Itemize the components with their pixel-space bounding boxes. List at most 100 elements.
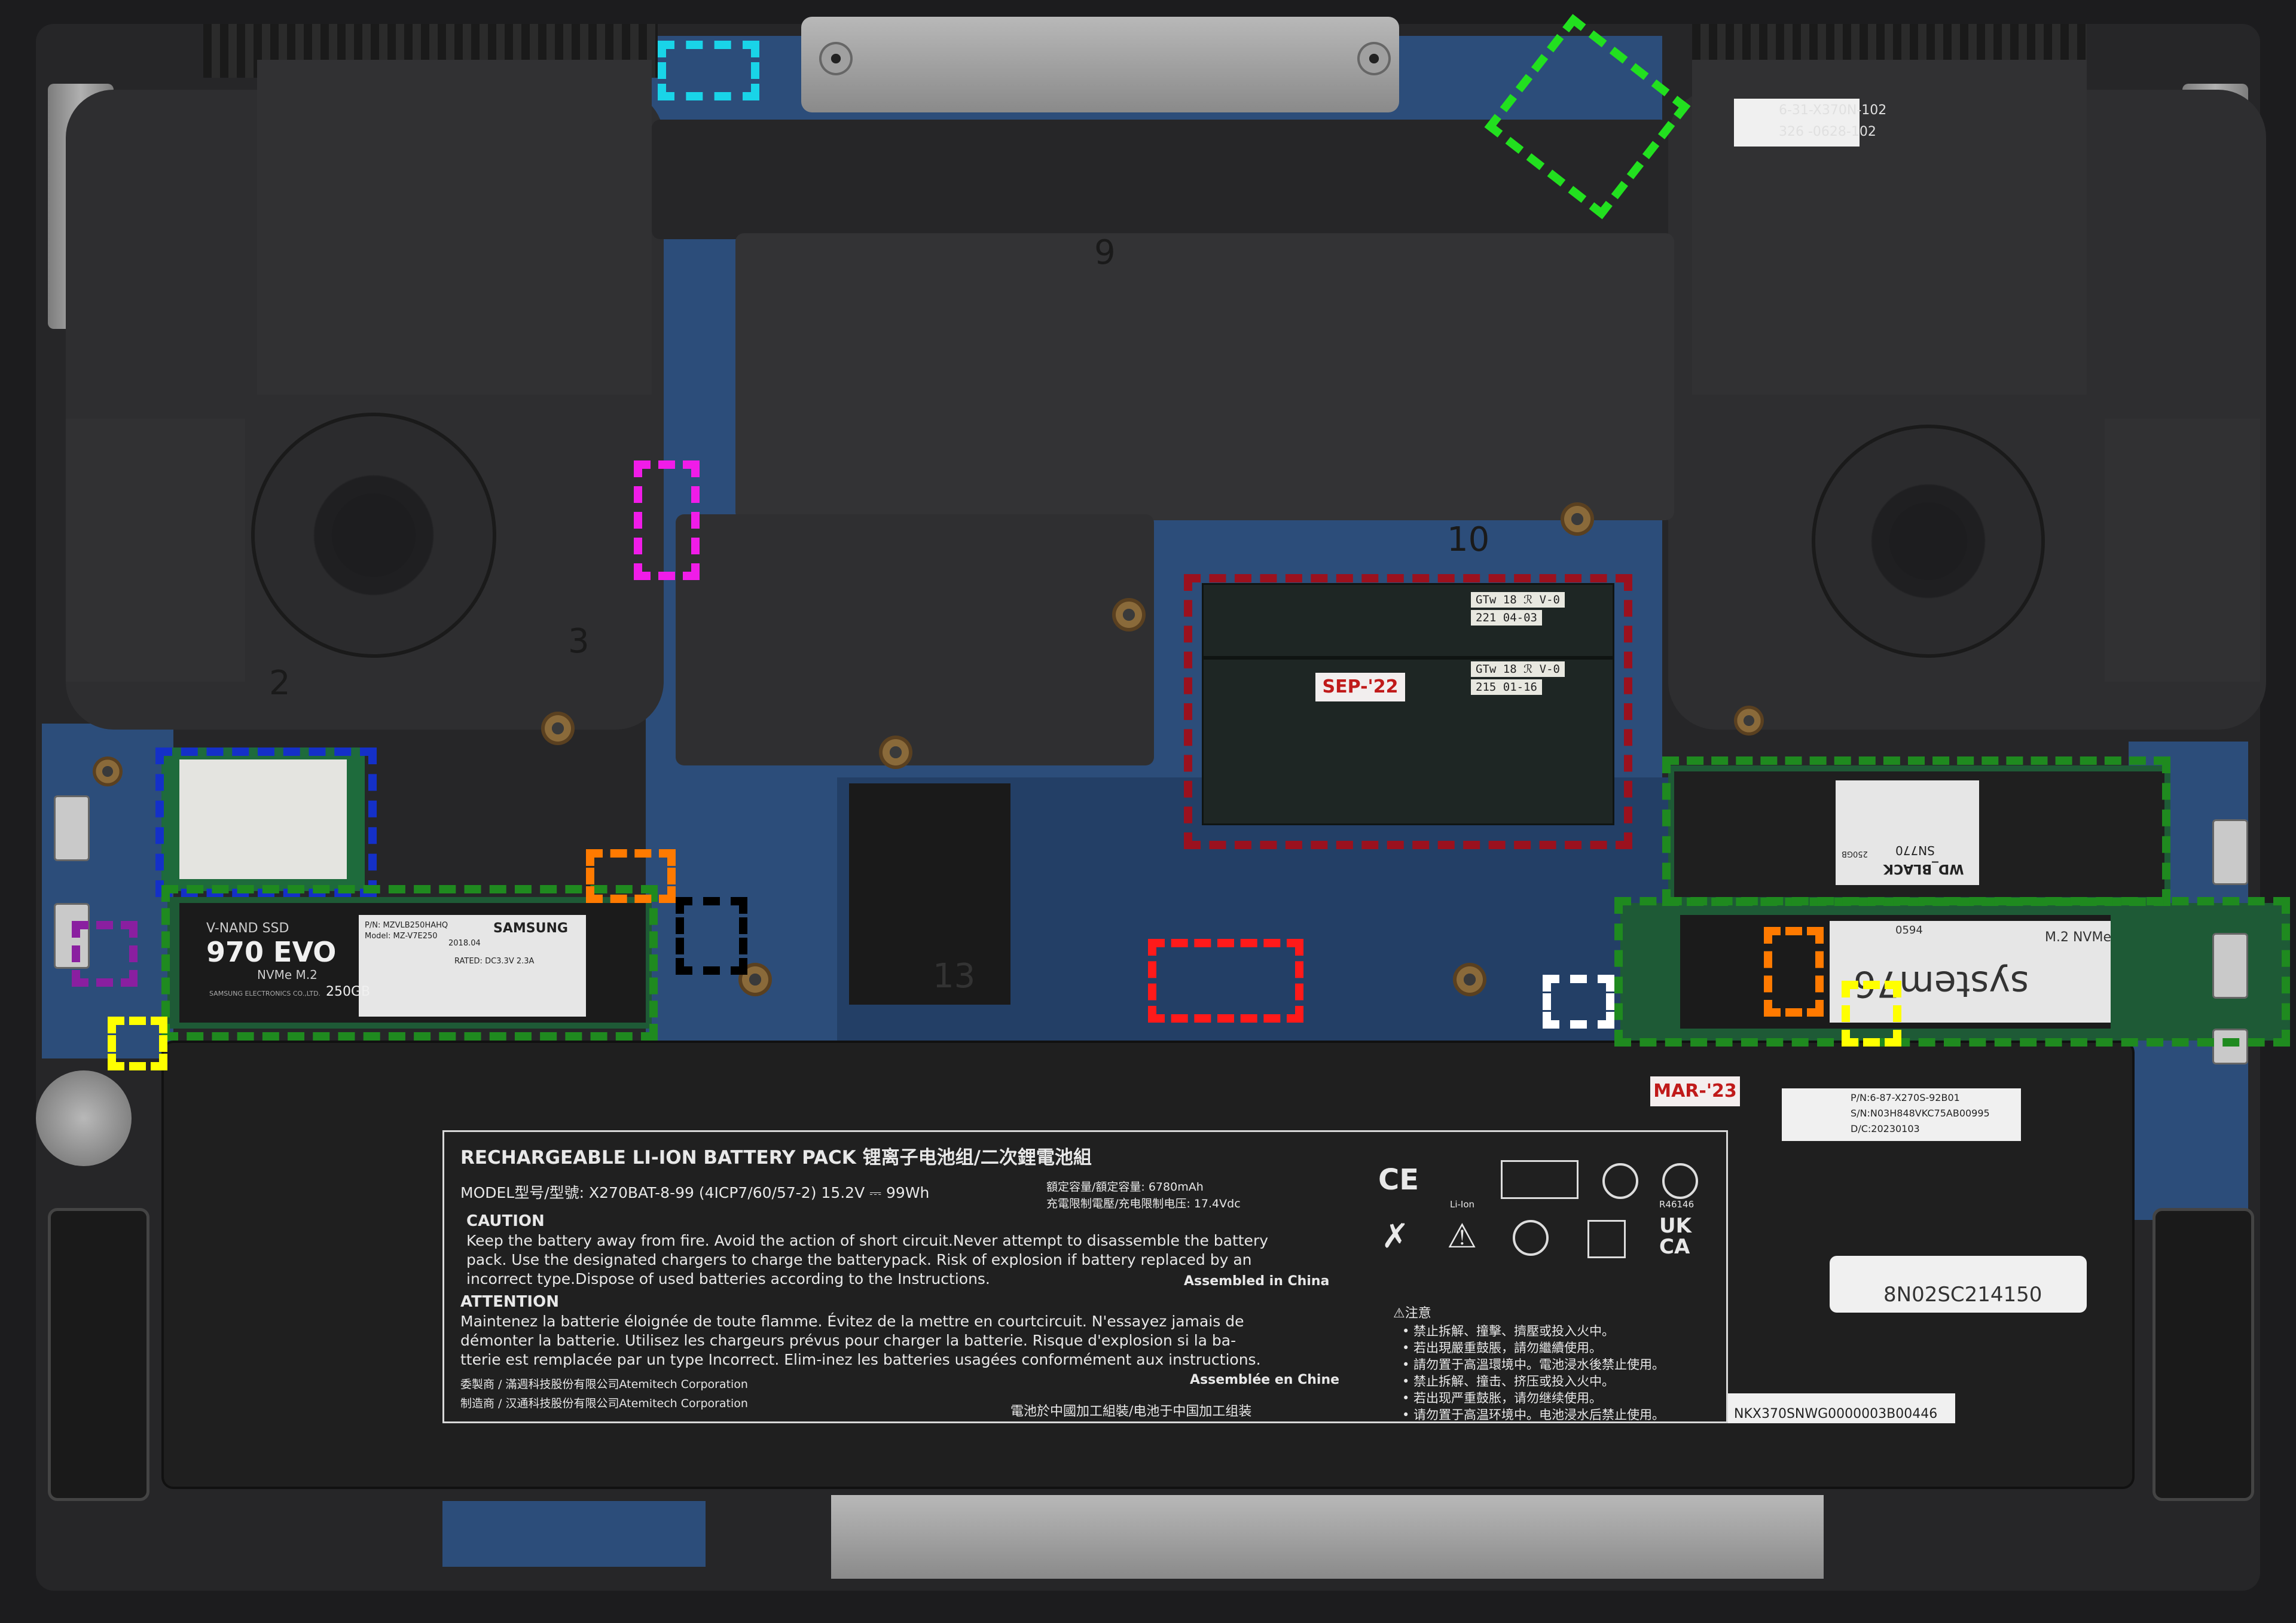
battery-attention-text-2: démonter la batterie. Utilisez les charg… — [460, 1332, 1236, 1349]
battery-assembled-fr: Assemblée en Chine — [1190, 1372, 1340, 1387]
chassis-number-9: 9 — [1094, 233, 1116, 272]
ram-date-tag: SEP-'22 — [1315, 673, 1405, 701]
bottom-daughterboard — [442, 1501, 706, 1567]
display-cable-bracket — [801, 17, 1399, 112]
battery-label — [442, 1130, 1728, 1423]
battery-date-tag: MAR-'23 — [1650, 1076, 1740, 1106]
battery-warning-5: • 若出现严重鼓胀，请勿继续使用。 — [1402, 1391, 1602, 1405]
samsung-manufacturer: SAMSUNG ELECTRONICS CO.,LTD. — [209, 990, 321, 997]
qr-sticker-line1: 6-31-X370N-102 — [1779, 103, 1887, 118]
screw — [1357, 42, 1391, 75]
ukca-icon-bottom: CA — [1659, 1235, 1690, 1259]
battery-capacity-line: 額定容量/額定容量: 6780mAh — [1046, 1180, 1204, 1194]
screw — [1453, 963, 1486, 996]
left-fan-hub — [332, 493, 416, 577]
battery-attention-heading: ATTENTION — [460, 1293, 559, 1311]
battery-warning-6: • 请勿置于高温环境中。电池浸水后禁止使用。 — [1402, 1408, 1665, 1422]
ram-bottom-label: GTw 18 ℛ V-0 — [1471, 661, 1565, 677]
system76-serial: 0594 — [1895, 924, 1923, 936]
samsung-rated: RATED: DC3.3V 2.3A — [454, 957, 535, 966]
battery-assembled-en: Assembled in China — [1184, 1274, 1330, 1289]
ram-module-bottom — [1202, 658, 1614, 825]
highlight-box-cyan — [658, 41, 759, 100]
serial-sn: S/N:N03H848VKC75AB00995 — [1851, 1108, 1990, 1119]
wifi-card-sticker — [179, 759, 347, 879]
wd-black-sticker — [1836, 780, 1979, 885]
samsung-brand: SAMSUNG — [493, 921, 568, 936]
model-barcode-sticker — [1728, 1393, 1955, 1423]
speaker-left — [48, 1208, 149, 1501]
screw — [819, 42, 853, 75]
qr-code-icon — [1734, 99, 1860, 147]
barcode-sticker-text: 8N02SC214150 — [1883, 1283, 2042, 1307]
battery-warning-2: • 若出現嚴重鼓脹，請勿繼續使用。 — [1402, 1341, 1602, 1355]
heatpipes — [652, 120, 1668, 239]
battery-title: RECHARGEABLE LI-ION BATTERY PACK 锂离子电池组/… — [460, 1147, 1092, 1169]
speaker-right — [2152, 1208, 2254, 1501]
battery-model-line: MODEL型号/型號: X270BAT-8-99 (4ICP7/60/57-2)… — [460, 1184, 930, 1201]
screw — [1734, 706, 1764, 736]
right-fan-hub — [1889, 502, 1967, 580]
battery-caution-heading: CAUTION — [466, 1212, 545, 1230]
highlight-box-orange-left — [586, 849, 676, 903]
samsung-ssd-model: 970 EVO — [206, 936, 337, 968]
samsung-ssd-interface: NVMe M.2 — [257, 968, 317, 982]
highlight-box-red — [1148, 939, 1303, 1023]
samsung-model-line: Model: MZ-V7E250 — [365, 932, 438, 941]
ram-top-label: GTw 18 ℛ V-0 — [1471, 592, 1565, 608]
highlight-box-ssd-right-top — [1662, 756, 2170, 906]
barcode-sticker — [1830, 1256, 2087, 1313]
warning-triangle-icon: ⚠ — [1447, 1217, 1477, 1256]
gpu-cpu-heatsink-shroud — [735, 233, 1674, 520]
safety-mark-icon — [1602, 1163, 1638, 1199]
system76-slot-label: M.2 NVMe — [2045, 930, 2111, 945]
cmos-battery — [36, 1070, 132, 1166]
highlight-box-magenta — [634, 460, 700, 580]
highlight-box-ssd-right-bottom — [1614, 897, 2290, 1047]
screw — [879, 736, 912, 769]
chipset-heatsink — [849, 783, 1010, 1005]
battery-warning-4: • 禁止拆解、撞击、挤压或投入火中。 — [1402, 1374, 1615, 1389]
chassis-number-3: 3 — [568, 622, 590, 661]
serial-pn: P/N:6-87-X270S-92B01 — [1851, 1092, 1960, 1103]
bsmi-mark-icon — [1662, 1163, 1698, 1199]
ce-icon: CE — [1378, 1163, 1419, 1197]
serial-sticker — [1782, 1088, 2021, 1141]
model-barcode-text: NKX370SNWG0000003B00446 — [1734, 1407, 1938, 1421]
highlight-box-memory — [1184, 574, 1632, 849]
battery-caution-text-1: Keep the battery away from fire. Avoid t… — [466, 1232, 1269, 1249]
samsung-pn: P/N: MZVLB250HAHQ — [365, 921, 448, 930]
battery-attention-text-3: tterie est remplacée par un type Incorre… — [460, 1351, 1261, 1368]
highlight-box-yellow-right — [1842, 981, 1901, 1047]
screw — [1112, 598, 1146, 631]
battery-caution-text-2: pack. Use the designated chargers to cha… — [466, 1251, 1252, 1268]
highlight-box-purple — [72, 921, 138, 987]
screw — [1561, 502, 1594, 536]
ram-bottom-code: 215 01-16 — [1471, 679, 1542, 695]
cert-r46146: R46146 — [1659, 1199, 1694, 1210]
battery-warning-heading: ⚠注意 — [1393, 1306, 1431, 1321]
highlight-box-white — [1543, 975, 1614, 1029]
battery-origin-line: 電池於中國加工組裝/电池于中国加工组装 — [1010, 1404, 1252, 1419]
heatsink-lower-section — [676, 514, 1154, 765]
qr-sticker-line2: 326 -0628-102 — [1779, 124, 1876, 139]
ram-module-top — [1202, 583, 1614, 658]
chassis-number-10: 10 — [1447, 520, 1490, 559]
battery-warning-3: • 請勿置于高溫環境中。電池浸水後禁止使用。 — [1402, 1357, 1665, 1372]
battery-caution-text-3: incorrect type.Dispose of used batteries… — [466, 1270, 990, 1288]
right-thermal-pad — [2105, 419, 2260, 682]
recycle-5-icon — [1513, 1220, 1549, 1256]
samsung-date: 2018.04 — [448, 939, 481, 948]
system76-ssd-sticker — [1830, 921, 2111, 1023]
screw — [541, 712, 575, 745]
highlight-box-wifi — [155, 748, 377, 897]
samsung-ssd-series: V-NAND SSD — [206, 921, 289, 936]
bottom-bracket — [831, 1495, 1824, 1579]
battery-voltage-line: 充電限制電壓/充电限制电压: 17.4Vdc — [1046, 1197, 1241, 1210]
left-heatsink-pad — [257, 60, 652, 395]
chassis-number-2: 2 — [269, 664, 291, 703]
battery-maker-1: 委製商 / 滿週科技股份有限公司Atemitech Corporation — [460, 1378, 748, 1391]
serial-dc: D/C:20230103 — [1851, 1123, 1920, 1134]
audio-jack — [2212, 1029, 2248, 1064]
